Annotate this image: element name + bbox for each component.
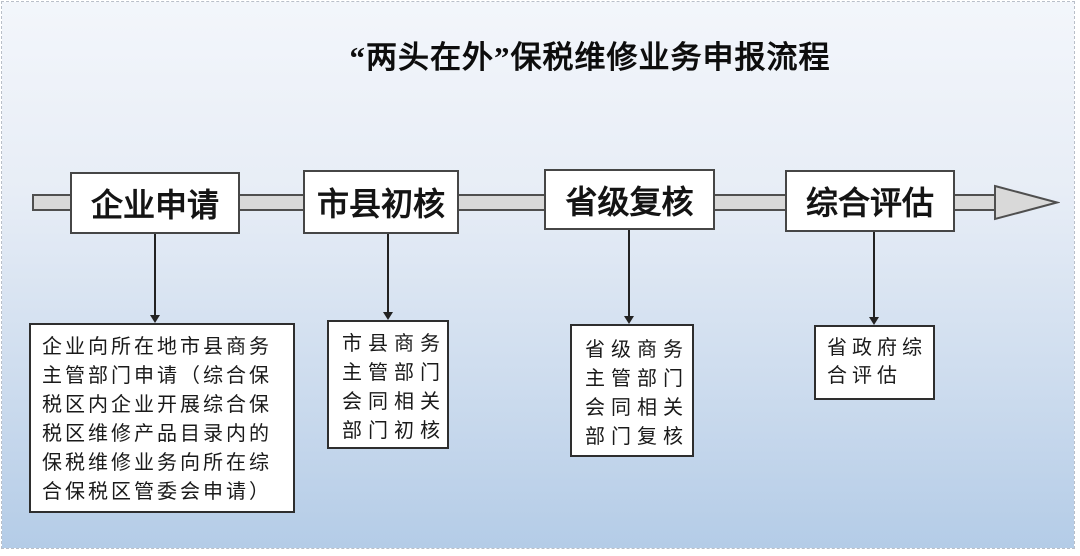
detail-text: 省级商务 主管部门 会同相关 部门复核 bbox=[585, 339, 689, 448]
detail-text: 市县商务 主管部门 会同相关 部门初核 bbox=[342, 333, 446, 442]
stage-box-city-county-initial-review: 市县初核 bbox=[303, 170, 459, 234]
stage-label: 综合评估 bbox=[805, 185, 934, 221]
stage-box-enterprise-application: 企业申请 bbox=[70, 172, 240, 234]
stage-box-provincial-review: 省级复核 bbox=[544, 169, 715, 230]
arrow-down-icon bbox=[869, 317, 879, 325]
arrow-down-icon bbox=[150, 315, 160, 323]
process-arrowhead-icon bbox=[994, 184, 1060, 221]
detail-box-city-county-initial-review: 市县商务 主管部门 会同相关 部门初核 bbox=[327, 320, 449, 449]
detail-text: 省政府综 合评估 bbox=[827, 337, 927, 387]
connector-line-1 bbox=[154, 234, 156, 316]
stage-label: 企业申请 bbox=[90, 187, 219, 223]
detail-box-provincial-review: 省级商务 主管部门 会同相关 部门复核 bbox=[570, 324, 694, 457]
stage-box-comprehensive-evaluation: 综合评估 bbox=[785, 170, 955, 232]
arrow-down-icon bbox=[624, 316, 634, 324]
arrow-down-icon bbox=[383, 312, 393, 320]
stage-label: 市县初核 bbox=[316, 186, 445, 222]
connector-line-3 bbox=[628, 230, 630, 317]
page-title: “两头在外”保税维修业务申报流程 bbox=[349, 40, 831, 75]
stage-label: 省级复核 bbox=[565, 183, 694, 220]
detail-text: 企业向所在地市县商务 主管部门申请（综合保 税区内企业开展综合保 税区维修产品目… bbox=[42, 336, 272, 503]
connector-line-2 bbox=[387, 234, 389, 313]
detail-box-enterprise-application: 企业向所在地市县商务 主管部门申请（综合保 税区内企业开展综合保 税区维修产品目… bbox=[29, 323, 295, 513]
connector-line-4 bbox=[873, 232, 875, 318]
detail-box-comprehensive-evaluation: 省政府综 合评估 bbox=[814, 325, 935, 400]
